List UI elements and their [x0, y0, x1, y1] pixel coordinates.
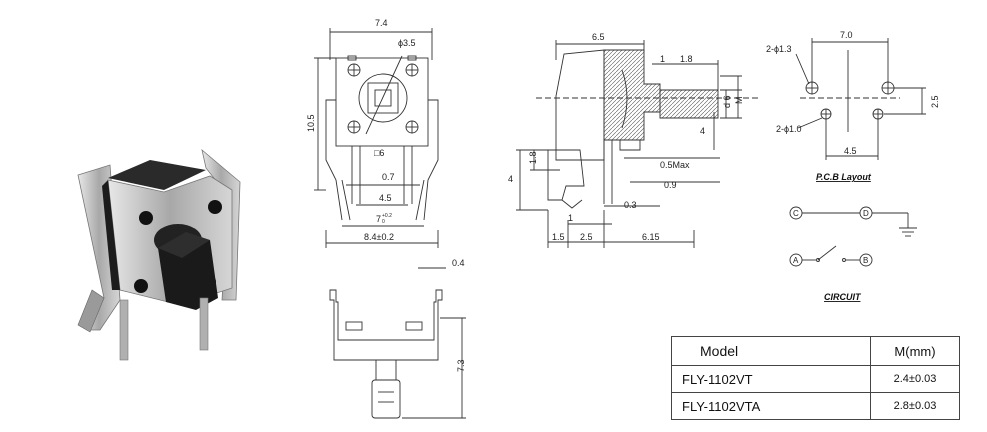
dim-side-2-5: 2.5 — [580, 232, 593, 242]
dim-pin-pitch: 0.7 — [382, 172, 395, 182]
dim-side-1-5: 1.5 — [552, 232, 565, 242]
dim-inner-width: 4.5 — [379, 193, 392, 203]
dim-side-d6: d 6 — [722, 95, 732, 108]
dim-overall-width: 8.4±0.2 — [364, 232, 394, 242]
circuit-title: CIRCUIT — [824, 292, 862, 302]
dim-side-1-8-left: 1.8 — [528, 151, 538, 164]
dim-side-m: M — [734, 97, 744, 105]
pcb-hole-big: 2-ϕ1.3 — [766, 44, 792, 54]
pcb-layout-title: P.C.B Layout — [816, 172, 872, 182]
dim-pin-span-tol: +0.2 — [382, 213, 392, 219]
product-photo — [77, 148, 241, 361]
bottom-view-drawing — [329, 267, 466, 419]
table-row: FLY-1102VT 2.4±0.03 — [671, 365, 960, 393]
dim-side-4-left: 4 — [508, 174, 513, 184]
dim-side-1-8: 1.8 — [680, 54, 693, 64]
table-header-m: M(mm) — [870, 336, 960, 366]
circuit-pin-c: C — [793, 209, 799, 218]
dim-side-1-bottom: 1 — [568, 213, 573, 223]
dim-pin-span: 7 — [376, 214, 381, 224]
front-view-drawing — [314, 28, 439, 248]
dim-knob-diameter: ϕ3.5 — [398, 38, 416, 48]
dim-square: □6 — [374, 148, 384, 158]
circuit-diagram — [789, 206, 917, 267]
pcb-layout-drawing — [795, 38, 926, 160]
table-cell-model: FLY-1102VT — [671, 365, 871, 393]
table-header-model: Model — [671, 336, 871, 366]
table-row: FLY-1102VTA 2.8±0.03 — [671, 392, 960, 420]
table-header-row: Model M(mm) — [671, 336, 960, 366]
dim-pin-span-tol-lower: 0 — [382, 219, 385, 225]
pcb-width: 7.0 — [840, 30, 853, 40]
dim-body-depth: 6.5 — [592, 32, 605, 42]
table-cell-model: FLY-1102VTA — [671, 392, 871, 420]
pcb-row-gap: 2.5 — [930, 95, 940, 108]
table-cell-m: 2.8±0.03 — [870, 392, 960, 420]
circuit-pin-a: A — [793, 256, 799, 265]
dim-side-0-5max: 0.5Max — [660, 160, 690, 170]
side-view-drawing — [516, 40, 760, 248]
dim-side-0-9: 0.9 — [664, 180, 677, 190]
dim-side-1: 1 — [660, 54, 665, 64]
dim-bottom-0-4: 0.4 — [452, 258, 465, 268]
circuit-pin-b: B — [863, 256, 868, 265]
circuit-pin-d: D — [863, 209, 869, 218]
dim-width-top: 7.4 — [375, 18, 388, 28]
dim-side-0-3: 0.3 — [624, 200, 637, 210]
pcb-hole-small: 2-ϕ1.0 — [776, 124, 802, 134]
dim-side-6-15: 6.15 — [642, 232, 660, 242]
dim-height: 10.5 — [306, 114, 316, 132]
dim-bottom-7-3: 7.3 — [456, 359, 466, 372]
model-spec-table: Model M(mm) FLY-1102VT 2.4±0.03 FLY-1102… — [671, 336, 960, 420]
pcb-pitch: 4.5 — [844, 146, 857, 156]
table-cell-m: 2.4±0.03 — [870, 365, 960, 393]
dim-side-4-right: 4 — [700, 126, 705, 136]
